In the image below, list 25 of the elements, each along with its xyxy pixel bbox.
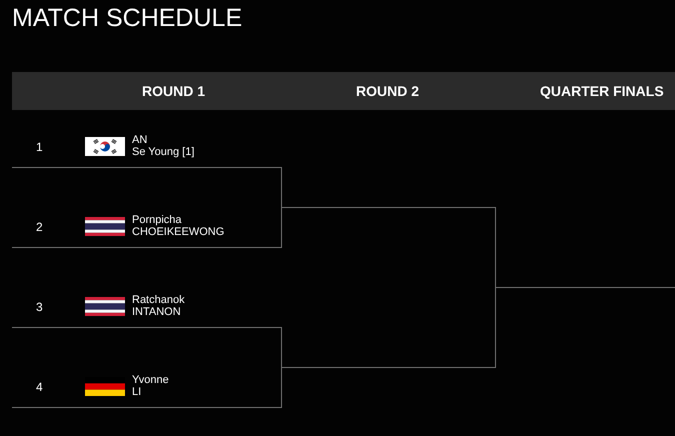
bracket-connector (495, 287, 496, 368)
column-heading: QUARTER FINALS (540, 83, 664, 99)
player-name: Se Young [1] (132, 146, 194, 158)
seed-number: 3 (36, 300, 43, 314)
bracket-slot-line (281, 207, 496, 208)
bracket-connector (281, 167, 282, 208)
seed-number: 4 (36, 380, 43, 394)
player-name: AN (132, 134, 148, 146)
player-name: Yvonne (132, 374, 169, 386)
seed-number: 2 (36, 220, 43, 234)
player-name: CHOEIKEEWONG (132, 226, 224, 238)
bracket-connector (495, 207, 496, 288)
bracket-connector (281, 207, 282, 248)
page-title: MATCH SCHEDULE (12, 6, 242, 31)
player-name: LI (132, 386, 142, 398)
player-name: INTANON (132, 306, 182, 318)
column-heading: ROUND 2 (356, 83, 420, 99)
player-name: Ratchanok (132, 294, 185, 306)
player-name: Pornpicha (132, 214, 183, 226)
bracket-slot-line (281, 367, 496, 368)
bracket-connector (281, 367, 282, 408)
bracket-connector (281, 327, 282, 368)
column-heading: ROUND 1 (142, 83, 206, 99)
bracket-slot-line (495, 287, 675, 288)
seed-number: 1 (36, 140, 43, 154)
